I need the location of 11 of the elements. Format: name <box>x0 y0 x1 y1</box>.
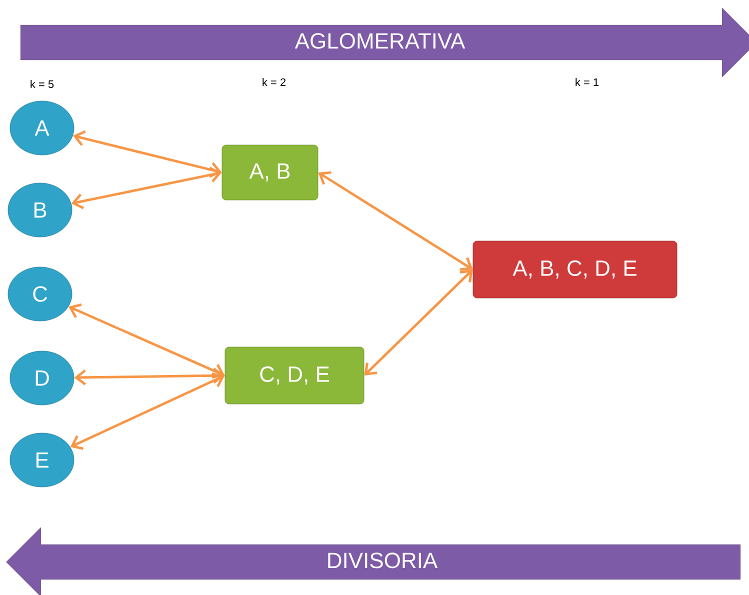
cluster-box: A, B, C, D, E <box>472 240 678 298</box>
arrow <box>72 130 222 178</box>
arrow <box>364 270 473 376</box>
arrow <box>74 368 225 386</box>
arrow <box>71 166 222 210</box>
cluster-box: A, B <box>222 144 318 200</box>
arrow <box>68 303 225 379</box>
level-label: k = 5 <box>30 80 54 88</box>
cluster-box: C, D, E <box>224 346 364 404</box>
arrow <box>318 171 473 271</box>
arrow <box>70 372 225 450</box>
